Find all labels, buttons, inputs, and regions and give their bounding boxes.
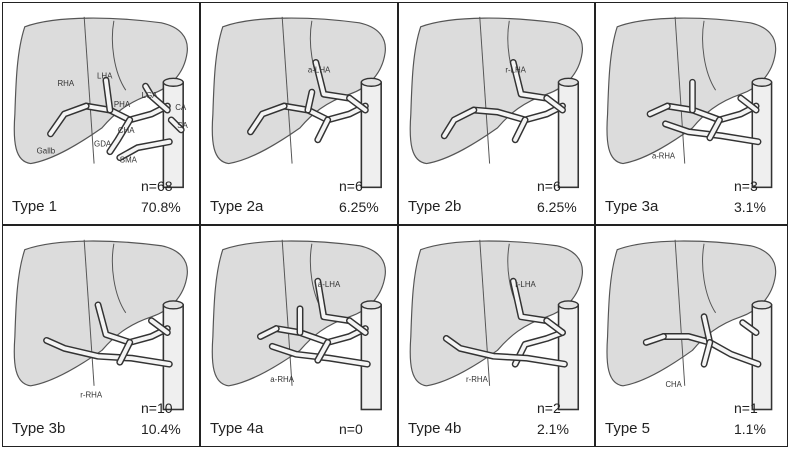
panel-type2b: r-LHA Type 2b n=6 6.25%	[398, 2, 595, 225]
percent-label: 1.1%	[734, 421, 766, 437]
aorta-top	[163, 78, 183, 86]
count-label: n=68	[141, 178, 173, 194]
liver-illustration: r-LHA	[399, 3, 594, 224]
aorta	[752, 305, 771, 410]
aorta-top	[559, 301, 579, 309]
percent-label: 3.1%	[734, 199, 766, 215]
label-r-lha: r-LHA	[505, 65, 526, 74]
aorta	[163, 82, 183, 187]
label-a-lha: a-LHA	[318, 280, 341, 289]
label-pha: PHA	[114, 100, 131, 109]
liver-outline	[212, 18, 385, 163]
panel-type4a: a-LHA a-RHA Type 4a n=0	[200, 225, 398, 447]
liver-outline	[410, 18, 582, 163]
aorta	[559, 305, 579, 410]
label-r-rha: r-RHA	[80, 391, 103, 400]
label-lha: LHA	[97, 71, 113, 80]
aorta	[752, 82, 771, 187]
label-rha: RHA	[57, 79, 74, 88]
label-r-lha: r-LHA	[515, 280, 536, 289]
label-a-rha: a-RHA	[652, 151, 676, 160]
count-label: n=6	[537, 178, 561, 194]
label-a-lha: a-LHA	[308, 65, 331, 74]
panel-type5: CHA Type 5 n=1 1.1%	[595, 225, 788, 447]
aorta-top	[361, 301, 381, 309]
label-a-rha: a-RHA	[270, 375, 294, 384]
label-lga: LGA	[142, 91, 159, 100]
aorta-top	[752, 301, 771, 309]
aorta	[361, 305, 381, 410]
type-label: Type 4b	[408, 420, 461, 437]
count-label: n=10	[141, 400, 173, 416]
aorta	[361, 82, 381, 187]
panel-type4b: r-LHA r-RHA Type 4b n=2 2.1%	[398, 225, 595, 447]
aorta	[163, 305, 183, 410]
liver-illustration: r-LHA r-RHA	[399, 226, 594, 446]
panel-type2a: a-LHA Type 2a n=6 6.25%	[200, 2, 398, 225]
label-gda: GDA	[94, 140, 112, 149]
label-cha: CHA	[118, 126, 135, 135]
label-sa: SA	[177, 121, 188, 130]
liver-illustration: a-LHA	[201, 3, 397, 224]
type-label: Type 4a	[210, 420, 263, 437]
label-gallb: Gallb	[37, 147, 56, 156]
type-label: Type 2a	[210, 198, 263, 215]
label-ca: CA	[175, 103, 187, 112]
label-cha: CHA	[665, 380, 682, 389]
type-label: Type 1	[12, 198, 57, 215]
label-r-rha: r-RHA	[466, 375, 489, 384]
liver-illustration: a-LHA a-RHA	[201, 226, 397, 446]
type-label: Type 2b	[408, 198, 461, 215]
type-label: Type 3a	[605, 198, 658, 215]
count-label: n=3	[734, 178, 758, 194]
type-label: Type 3b	[12, 420, 65, 437]
aorta-top	[559, 78, 579, 86]
count-label: n=2	[537, 400, 561, 416]
aorta-top	[361, 78, 381, 86]
liver-illustration: CHA	[596, 226, 787, 446]
count-label: n=0	[339, 421, 363, 437]
type-label: Type 5	[605, 420, 650, 437]
percent-label: 2.1%	[537, 421, 569, 437]
aorta-top	[163, 301, 183, 309]
liver-illustration: a-RHA	[596, 3, 787, 224]
panel-type3a: a-RHA Type 3a n=3 3.1%	[595, 2, 788, 225]
percent-label: 6.25%	[339, 199, 379, 215]
panel-type3b: r-RHA Type 3b n=10 10.4%	[2, 225, 200, 447]
percent-label: 70.8%	[141, 199, 181, 215]
count-label: n=6	[339, 178, 363, 194]
gastroduodenal-artery	[110, 120, 130, 152]
aorta	[559, 82, 579, 187]
panel-type1: RHA LHA PHA LGA CHA GDA SMA CA SA GallbType 1 n=68…	[2, 2, 200, 225]
percent-label: 6.25%	[537, 199, 577, 215]
aorta-top	[752, 78, 771, 86]
label-sma: SMA	[120, 156, 138, 165]
percent-label: 10.4%	[141, 421, 181, 437]
count-label: n=1	[734, 400, 758, 416]
